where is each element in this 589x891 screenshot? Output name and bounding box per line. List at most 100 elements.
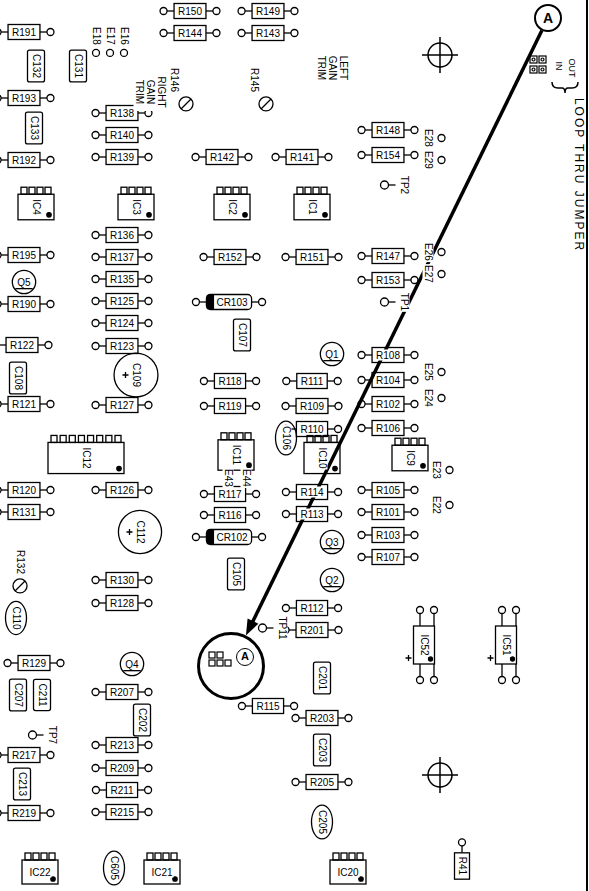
solder-pad xyxy=(145,809,152,816)
lead-wire xyxy=(404,489,411,490)
solder-pad xyxy=(47,509,54,516)
solder-pad xyxy=(92,765,99,772)
lead-wire xyxy=(433,614,434,626)
part-label: C201 xyxy=(317,665,328,691)
solder-pad xyxy=(282,254,289,261)
part-label: R149 xyxy=(255,6,281,17)
solder-pad xyxy=(92,154,99,161)
cathode-band xyxy=(207,296,213,309)
part-label: R125 xyxy=(109,296,135,307)
solder-pad xyxy=(0,752,1,759)
part-label: R211 xyxy=(109,785,134,796)
solder-pad xyxy=(47,487,54,494)
resistor-symbol xyxy=(6,338,38,353)
resistor-symbol xyxy=(372,505,404,520)
solder-pad xyxy=(358,487,365,494)
solder-pad xyxy=(47,252,54,259)
part-label: R135 xyxy=(109,274,135,285)
part-label: Q3 xyxy=(324,537,339,548)
resistor-symbol xyxy=(106,783,137,798)
ic-pin xyxy=(221,433,227,440)
resistor-symbol xyxy=(372,373,404,388)
flat-side xyxy=(323,586,340,587)
lead-wire xyxy=(138,345,145,346)
part-label: R114 xyxy=(299,487,324,498)
solder-pad xyxy=(345,715,352,722)
part-label: R201 xyxy=(299,625,325,636)
lead-wire xyxy=(252,536,259,537)
lead-wire xyxy=(238,156,245,157)
ic-pin xyxy=(357,853,363,860)
callout-letter: A xyxy=(543,10,553,26)
lead-wire xyxy=(138,234,145,235)
part-label: R191 xyxy=(11,27,37,38)
ic-symbol xyxy=(144,860,180,884)
part-label: R132 xyxy=(15,549,26,575)
lead-wire xyxy=(207,493,214,494)
lead-wire xyxy=(245,32,252,33)
lead-wire xyxy=(1,812,8,813)
solder-pad xyxy=(253,378,260,385)
solder-pad xyxy=(358,127,365,134)
solder-pad xyxy=(92,276,99,283)
resistor-symbol xyxy=(372,348,404,363)
solder-pad xyxy=(160,30,167,37)
polarity-mark xyxy=(406,655,412,661)
resistor-symbol xyxy=(296,623,328,638)
part-label: R116 xyxy=(217,510,242,521)
solder-pad xyxy=(282,489,289,496)
lead-wire xyxy=(404,403,411,404)
resistor-symbol xyxy=(296,399,328,414)
lead-wire xyxy=(267,627,274,628)
solder-pad xyxy=(259,534,266,541)
solder-pad xyxy=(238,703,245,710)
resistor-symbol xyxy=(252,26,284,41)
board-label: E43 xyxy=(223,468,234,488)
solder-pad xyxy=(417,677,424,684)
solder-pad xyxy=(145,232,152,239)
lead-wire xyxy=(365,279,372,280)
lead-wire xyxy=(206,10,213,11)
part-label: Q2 xyxy=(324,575,339,586)
lead-wire xyxy=(1,403,8,404)
polarity-mark xyxy=(123,372,129,378)
lead-wire xyxy=(246,493,253,494)
lead-wire xyxy=(138,156,145,157)
part-label: IC51 xyxy=(501,633,512,656)
part-label: R142 xyxy=(209,152,235,163)
resistor-symbol xyxy=(214,399,245,414)
part-label: R115 xyxy=(255,701,280,712)
lead-wire xyxy=(138,579,145,580)
part-label: C213 xyxy=(17,771,28,797)
resistor-symbol xyxy=(106,272,138,287)
resistor-symbol xyxy=(455,853,470,879)
solder-pad xyxy=(325,154,332,161)
solder-pad xyxy=(145,787,152,794)
part-label: C107 xyxy=(237,322,248,348)
board-label: LOOP THRU JUMPER xyxy=(572,97,585,253)
part-label: C131 xyxy=(73,53,84,79)
solder-pad xyxy=(92,402,99,409)
part-label: R122 xyxy=(9,340,35,351)
ic-pin xyxy=(321,187,327,194)
ic-symbol xyxy=(330,860,366,884)
resistor-symbol xyxy=(214,508,245,523)
lead-wire xyxy=(365,129,372,130)
part-label: R127 xyxy=(109,400,135,411)
resistor-symbol xyxy=(106,685,138,700)
lead-wire xyxy=(1,254,8,255)
solder-pad xyxy=(334,378,341,385)
part-label: CR102 xyxy=(215,532,248,543)
capacitor-symbol xyxy=(34,679,51,710)
part-label: E18 xyxy=(91,26,102,46)
lead-wire xyxy=(501,614,502,626)
part-label: C132 xyxy=(31,53,42,79)
ic-pin xyxy=(78,435,84,442)
lead-wire xyxy=(338,717,345,718)
part-label: R109 xyxy=(299,401,325,412)
lead-wire xyxy=(404,534,411,535)
lead-wire xyxy=(328,491,335,492)
part-label: R154 xyxy=(375,150,401,161)
solder-pad xyxy=(47,95,54,102)
lead-wire xyxy=(40,303,47,304)
